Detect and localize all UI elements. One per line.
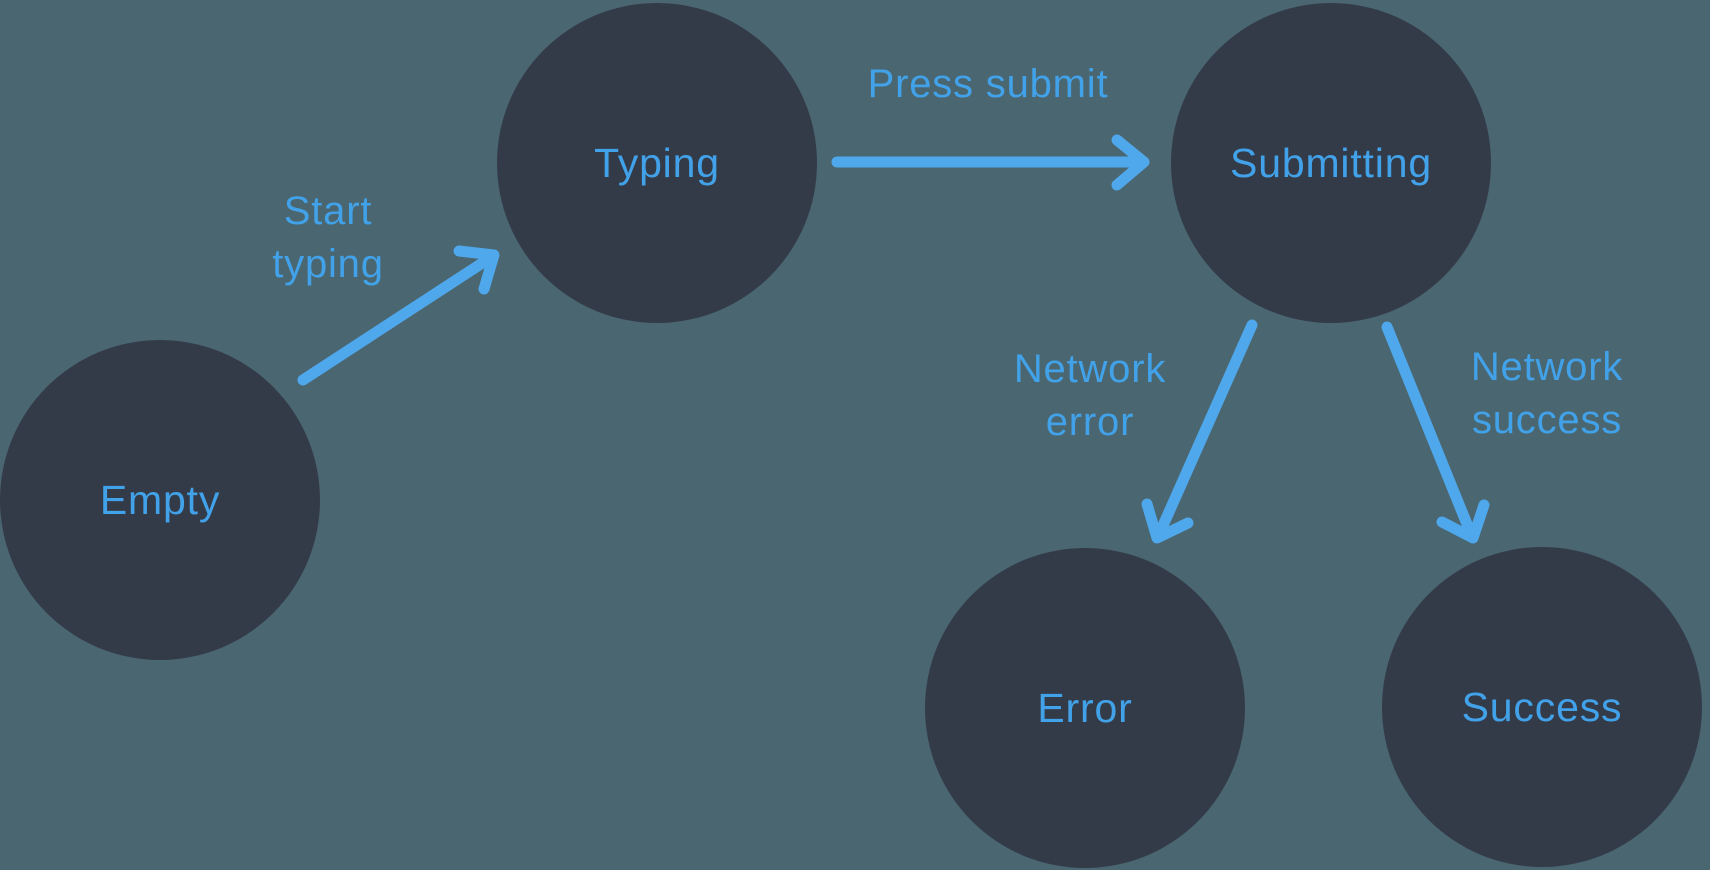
edge-label-line: Press submit	[867, 62, 1109, 106]
edge-arrow-network-success	[1381, 321, 1490, 544]
state-node-label: Submitting	[1230, 139, 1432, 186]
edge-label-line: success	[1471, 398, 1623, 442]
state-node-empty: Empty	[0, 340, 320, 660]
arrowhead-icon	[453, 245, 500, 295]
edge-arrow-press-submit	[831, 134, 1150, 191]
edge-label-line: typing	[272, 242, 384, 286]
edge-label-line: Network	[1013, 347, 1167, 391]
state-node-submitting: Submitting	[1171, 3, 1491, 323]
arrowhead-icon	[1111, 134, 1150, 191]
edge-label-line: Start	[283, 189, 373, 233]
arrowhead-icon	[1141, 498, 1194, 544]
arrow-shaft	[1155, 319, 1258, 536]
arrowhead-icon	[1436, 499, 1490, 544]
state-node-label: Typing	[594, 139, 720, 186]
edge-label-start-typing: Start typing	[272, 185, 384, 291]
edge-label-line: error	[1045, 400, 1135, 444]
edge-label-press-submit: Press submit	[868, 58, 1109, 111]
edge-label-network-error: Network error	[1014, 343, 1166, 449]
edge-label-line: Network	[1470, 345, 1624, 389]
state-node-error: Error	[925, 548, 1245, 868]
state-node-success: Success	[1382, 547, 1702, 867]
state-node-label: Error	[1037, 684, 1133, 731]
arrow-shaft	[1381, 321, 1475, 535]
state-node-label: Empty	[99, 476, 221, 523]
edge-label-network-success: Network success	[1471, 341, 1623, 447]
state-node-typing: Typing	[497, 3, 817, 323]
state-node-label: Success	[1461, 683, 1623, 730]
